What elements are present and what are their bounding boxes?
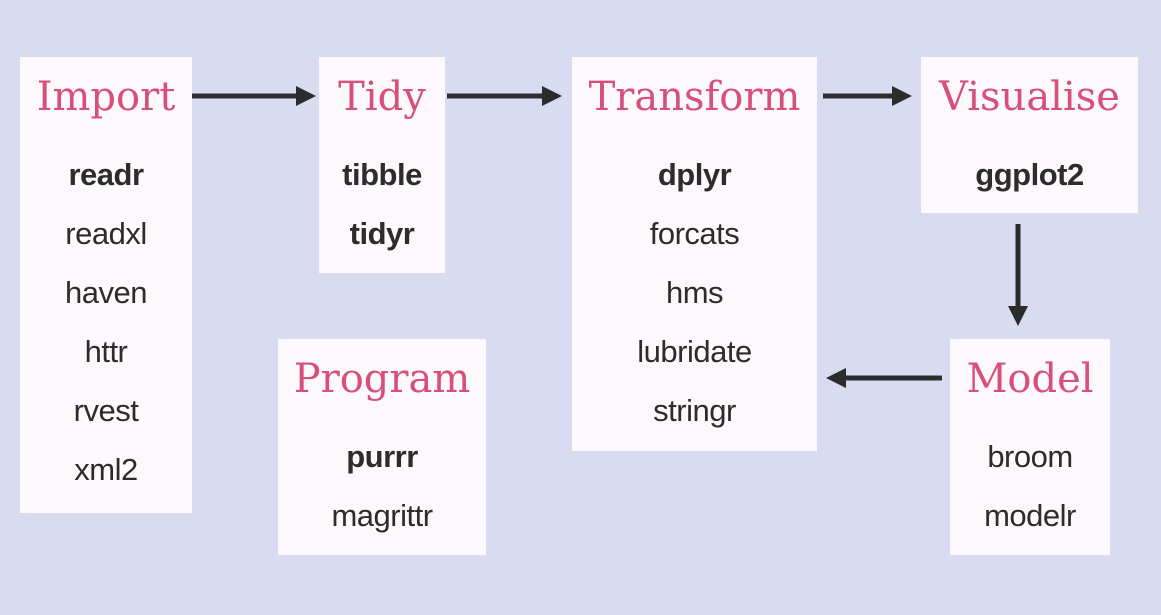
transform-packages: dplyr forcats hms lubridate stringr <box>572 145 817 440</box>
package-forcats: forcats <box>649 216 740 251</box>
package-tidyr: tidyr <box>349 216 415 251</box>
package-xml2: xml2 <box>74 452 138 487</box>
tidy-title: Tidy <box>338 74 426 120</box>
package-rvest: rvest <box>73 393 139 428</box>
package-broom: broom <box>987 439 1073 474</box>
tidy-packages: tibble tidyr <box>319 145 445 263</box>
import-title: Import <box>36 74 176 120</box>
program-title: Program <box>293 356 471 402</box>
arrow-visualise-to-model <box>1008 224 1028 326</box>
package-readr: readr <box>68 157 144 192</box>
arrow-model-to-transform <box>826 368 942 388</box>
package-purrr: purrr <box>346 439 418 474</box>
program-box: Program purrr magrittr <box>278 339 486 555</box>
arrow-transform-to-visualise <box>823 86 912 106</box>
tidy-box: Tidy tibble tidyr <box>319 57 445 273</box>
transform-title: Transform <box>588 74 801 120</box>
arrow-tidy-to-transform <box>447 86 562 106</box>
package-stringr: stringr <box>653 393 736 428</box>
model-packages: broom modelr <box>950 427 1110 545</box>
visualise-packages: ggplot2 <box>921 145 1138 204</box>
package-readxl: readxl <box>65 216 147 251</box>
package-dplyr: dplyr <box>657 157 732 192</box>
package-hms: hms <box>665 275 724 310</box>
package-magrittr: magrittr <box>331 498 433 533</box>
package-httr: httr <box>84 334 128 369</box>
program-packages: purrr magrittr <box>278 427 486 545</box>
import-packages: readr readxl haven httr rvest xml2 <box>20 145 192 499</box>
package-lubridate: lubridate <box>637 334 752 369</box>
arrow-import-to-tidy <box>192 86 316 106</box>
visualise-title: Visualise <box>939 74 1120 120</box>
package-haven: haven <box>65 275 147 310</box>
package-ggplot2: ggplot2 <box>975 157 1084 192</box>
transform-box: Transform dplyr forcats hms lubridate string… <box>572 57 817 451</box>
visualise-box: Visualise ggplot2 <box>921 57 1138 213</box>
model-box: Model broom modelr <box>950 339 1110 555</box>
import-box: Import readr readxl haven httr rvest xml2 <box>20 57 192 513</box>
package-modelr: modelr <box>984 498 1076 533</box>
package-tibble: tibble <box>342 157 422 192</box>
model-title: Model <box>966 356 1094 402</box>
